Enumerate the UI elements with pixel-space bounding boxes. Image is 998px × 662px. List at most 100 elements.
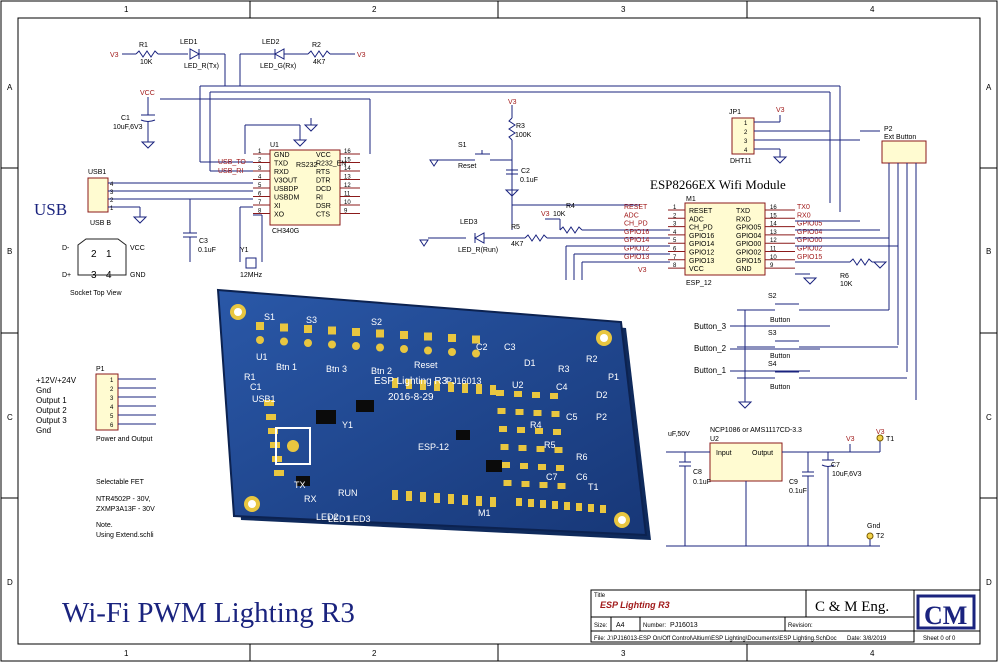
col-label-2: 2 [372,5,377,14]
power-output-label: Output 2 [36,406,67,415]
jp1-part: DHT11 [730,158,752,165]
u1-pin-left: XO [274,212,285,219]
pcb-pad [256,322,264,330]
led-tx-circuit: V3 R1 10K LED1 LED_R(Tx) [110,39,226,87]
m1-pin-left: VCC [689,266,704,273]
pcb-pad [533,410,542,416]
pcb-silk-label: R1 [244,372,256,382]
notes: Selectable FET NTR4502P - 30V, ZXMP3A13F… [96,479,155,539]
row-label-d: D [7,578,13,587]
power-output-label: +12V/+24V [36,376,77,385]
row-label-c-right: C [986,413,992,422]
r3-value: 100K [515,132,532,139]
m1-pin-right: RXD [736,216,751,223]
pcb-pad [406,379,412,389]
u1-pin-num-left: 6 [258,192,262,198]
u1-pin-num-left: 3 [258,166,262,172]
pcb-pad [497,408,506,414]
u1-pin-num-left: 4 [258,175,262,181]
usb-rx-net: USB_RI [218,168,243,175]
col-label-3: 3 [621,5,626,14]
socket-p2: 2 [91,249,97,260]
c3-y1: C3 0.1uF Y1 12MHz [183,199,263,279]
pcb-silk-label: R2 [586,354,598,364]
m1-pin-right: GPIO00 [736,241,761,248]
usb-part: USB B [90,220,111,227]
pcb-silk-label: LED1 [328,514,351,524]
pcb-pad [266,414,276,420]
note-fet1: NTR4502P - 30V, [96,496,151,503]
m1-net-right: GPIO15 [797,254,822,261]
led3-circuit: LED3 LED_R(Run) R5 4K7 [419,219,670,254]
pcb-silk-label: S1 [264,312,275,322]
pcb-hole [352,342,360,350]
usb-socket-top-view: D- D+ VCC GND 2 1 3 4 Socket Top View [62,238,146,297]
pcb-silk-label: U1 [256,352,268,362]
c3-value: 0.1uF [198,247,216,254]
pcb-pad [304,325,312,333]
pcb-silk-label: RUN [338,488,358,498]
u1-inner: RS232 [296,162,318,169]
jp1-pin-num: 2 [744,130,748,136]
m1-net-right: GPIO04 [797,229,822,236]
pcb-silk-label: PJ16013 [446,376,482,386]
bus-wires [160,80,841,212]
m1-net-right: GPIO02 [797,246,822,253]
socket-caption: Socket Top View [70,290,122,297]
u1-pin-num-right: 14 [344,166,351,172]
t1-net: V3 [876,429,885,436]
m1-pin-left: GPIO12 [689,250,714,257]
pcb-silk-label: P1 [608,372,619,382]
u1-pin-left: V3OUT [274,178,298,185]
u1-pin-right: RI [316,195,323,202]
pcb-pad [550,393,558,399]
pcb-pad [500,444,509,450]
pcb-pad [528,499,534,507]
u2-capin: uF,50V [668,431,690,438]
pcb-pad [264,400,274,406]
r2-value: 4K7 [313,59,326,66]
revision-label: Revision: [788,623,813,629]
p1-pin-num: 6 [110,423,114,429]
pcb-pad [520,463,528,469]
note-text: Using Extend.schli [96,532,154,539]
m1-pin-num-right: 13 [770,230,777,236]
pcb-silk-label: T1 [588,482,599,492]
r4-value: 10K [553,211,566,218]
pcb-silk-label: C2 [476,342,488,352]
p1-pin-num: 3 [110,396,114,402]
size-value: A4 [616,622,625,629]
m1-pin-num-left: 1 [673,205,677,211]
u1-pin-num-left: 7 [258,200,262,206]
u1-pin-num-right: 15 [344,158,351,164]
inner-frame [17,17,981,645]
p1-caption: Power and Output [96,436,152,443]
m1-title: ESP8266EX Wifi Module [650,177,786,192]
pcb-silk-label: D2 [596,390,608,400]
m1-ref: M1 [686,196,696,203]
m1-pin-right: GPIO02 [736,250,761,257]
u1-pin-left: XI [274,203,281,210]
pcb-pad [448,494,454,504]
u1-pin-num-right: 10 [344,200,351,206]
r1-v3-net: V3 [110,52,119,59]
p1-pin-num: 1 [110,378,114,384]
pcb-pad [600,505,606,513]
row-label-b: B [7,247,12,256]
company-logo: CM [924,601,967,630]
jp1-dht11: JP1 DHT11 V3 [729,107,860,165]
usb-tx-net: USB_TO [218,159,246,166]
led1-ref: LED1 [180,39,198,46]
s1-value: Reset [458,163,476,170]
u1-part: CH340G [272,228,299,235]
pcb-pad [564,502,570,510]
pcb-silk-label: LED2 [316,512,339,522]
col-label-2-bottom: 2 [372,649,377,658]
pcb-silk-label: Btn 1 [276,362,297,372]
pcb-hole [287,440,299,452]
pcb-hole [248,500,256,508]
gpio-wires-right [795,220,898,247]
